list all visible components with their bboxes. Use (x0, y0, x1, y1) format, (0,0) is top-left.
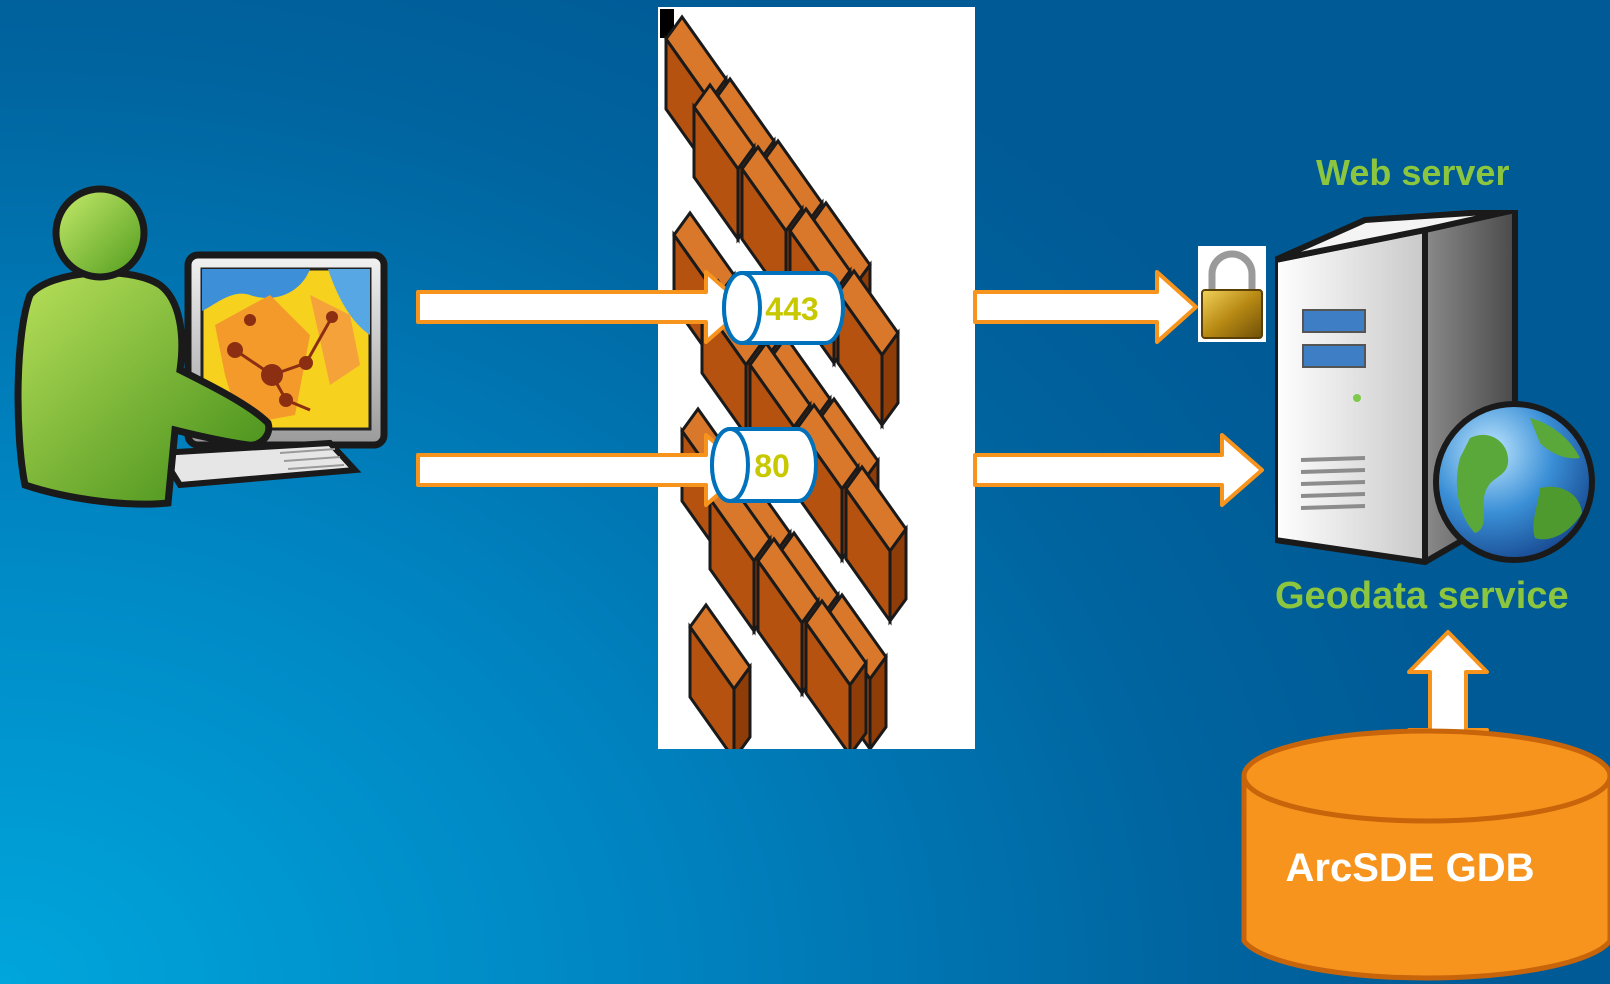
arrow-client-to-80 (416, 433, 748, 507)
geodata-service-label: Geodata service (1275, 575, 1569, 617)
arrow-client-to-443 (416, 270, 748, 344)
user-at-computer-icon (14, 185, 388, 508)
padlock-icon (1198, 246, 1266, 342)
arrow-80-to-server (973, 433, 1264, 507)
web-server-label: Web server (1316, 152, 1510, 193)
port-80-badge: 80 (710, 427, 818, 503)
port-80-label: 80 (754, 448, 790, 484)
database-cylinder-icon: ArcSDE GDB (1241, 728, 1610, 981)
port-443-badge: 443 (722, 271, 845, 345)
arrow-443-to-lock (973, 270, 1198, 344)
globe-icon (1433, 401, 1595, 563)
port-443-label: 443 (765, 291, 818, 327)
database-label: ArcSDE GDB (1286, 846, 1535, 890)
